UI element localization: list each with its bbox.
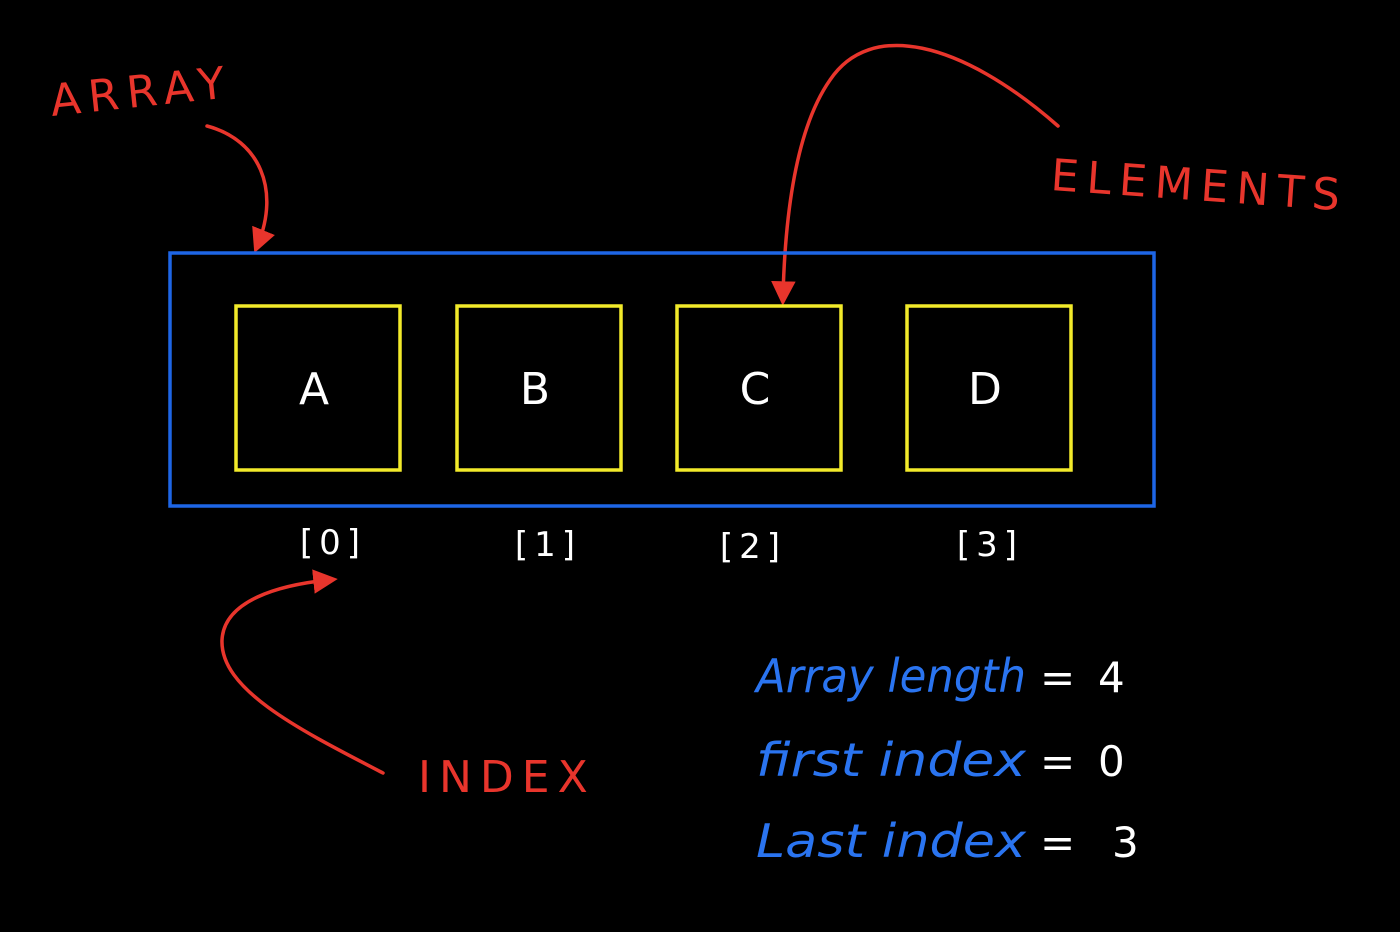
array-index-2: [2]	[720, 527, 786, 567]
info-value: 0	[1098, 737, 1125, 786]
array-container	[168, 251, 1156, 508]
info-equals: =	[1040, 653, 1075, 702]
array-arrow	[205, 124, 275, 254]
array-cell-value: A	[299, 364, 329, 415]
array-cell-value: D	[968, 364, 1002, 415]
array-index-1: [1]	[515, 525, 581, 565]
info-label: first index	[756, 733, 1027, 787]
array-cell-2: C	[675, 304, 843, 472]
info-label: Last index	[756, 814, 1027, 868]
index-arrow	[220, 569, 385, 775]
array-cells: A B C D	[234, 304, 1073, 472]
array-cell-0: A	[234, 304, 402, 472]
array-cell-box	[675, 304, 843, 472]
info-value: 3	[1112, 818, 1139, 867]
array-cell-box	[455, 304, 623, 472]
array-cell-3: D	[905, 304, 1073, 472]
array-cell-value: B	[520, 364, 550, 415]
info-row-1: first index = 0	[756, 733, 1125, 787]
array-cell-1: B	[455, 304, 623, 472]
array-cell-value: C	[740, 364, 771, 415]
index-label: INDEX	[418, 752, 596, 803]
info-row-0: Array length = 4	[753, 649, 1125, 703]
array-indices: [0] [1] [2] [3]	[300, 523, 1023, 567]
array-index-0: [0]	[300, 523, 366, 563]
elements-arrow	[771, 43, 1060, 306]
info-label: Array length	[753, 649, 1026, 703]
info-equals: =	[1040, 737, 1075, 786]
array-index-3: [3]	[957, 525, 1023, 565]
info-row-2: Last index = 3	[756, 814, 1139, 868]
info-value: 4	[1098, 653, 1125, 702]
elements-label: ELEMENTS	[1049, 150, 1349, 222]
array-label: ARRAY	[48, 57, 235, 127]
array-cell-box	[905, 304, 1073, 472]
info-equals: =	[1040, 818, 1075, 867]
array-cell-box	[234, 304, 402, 472]
